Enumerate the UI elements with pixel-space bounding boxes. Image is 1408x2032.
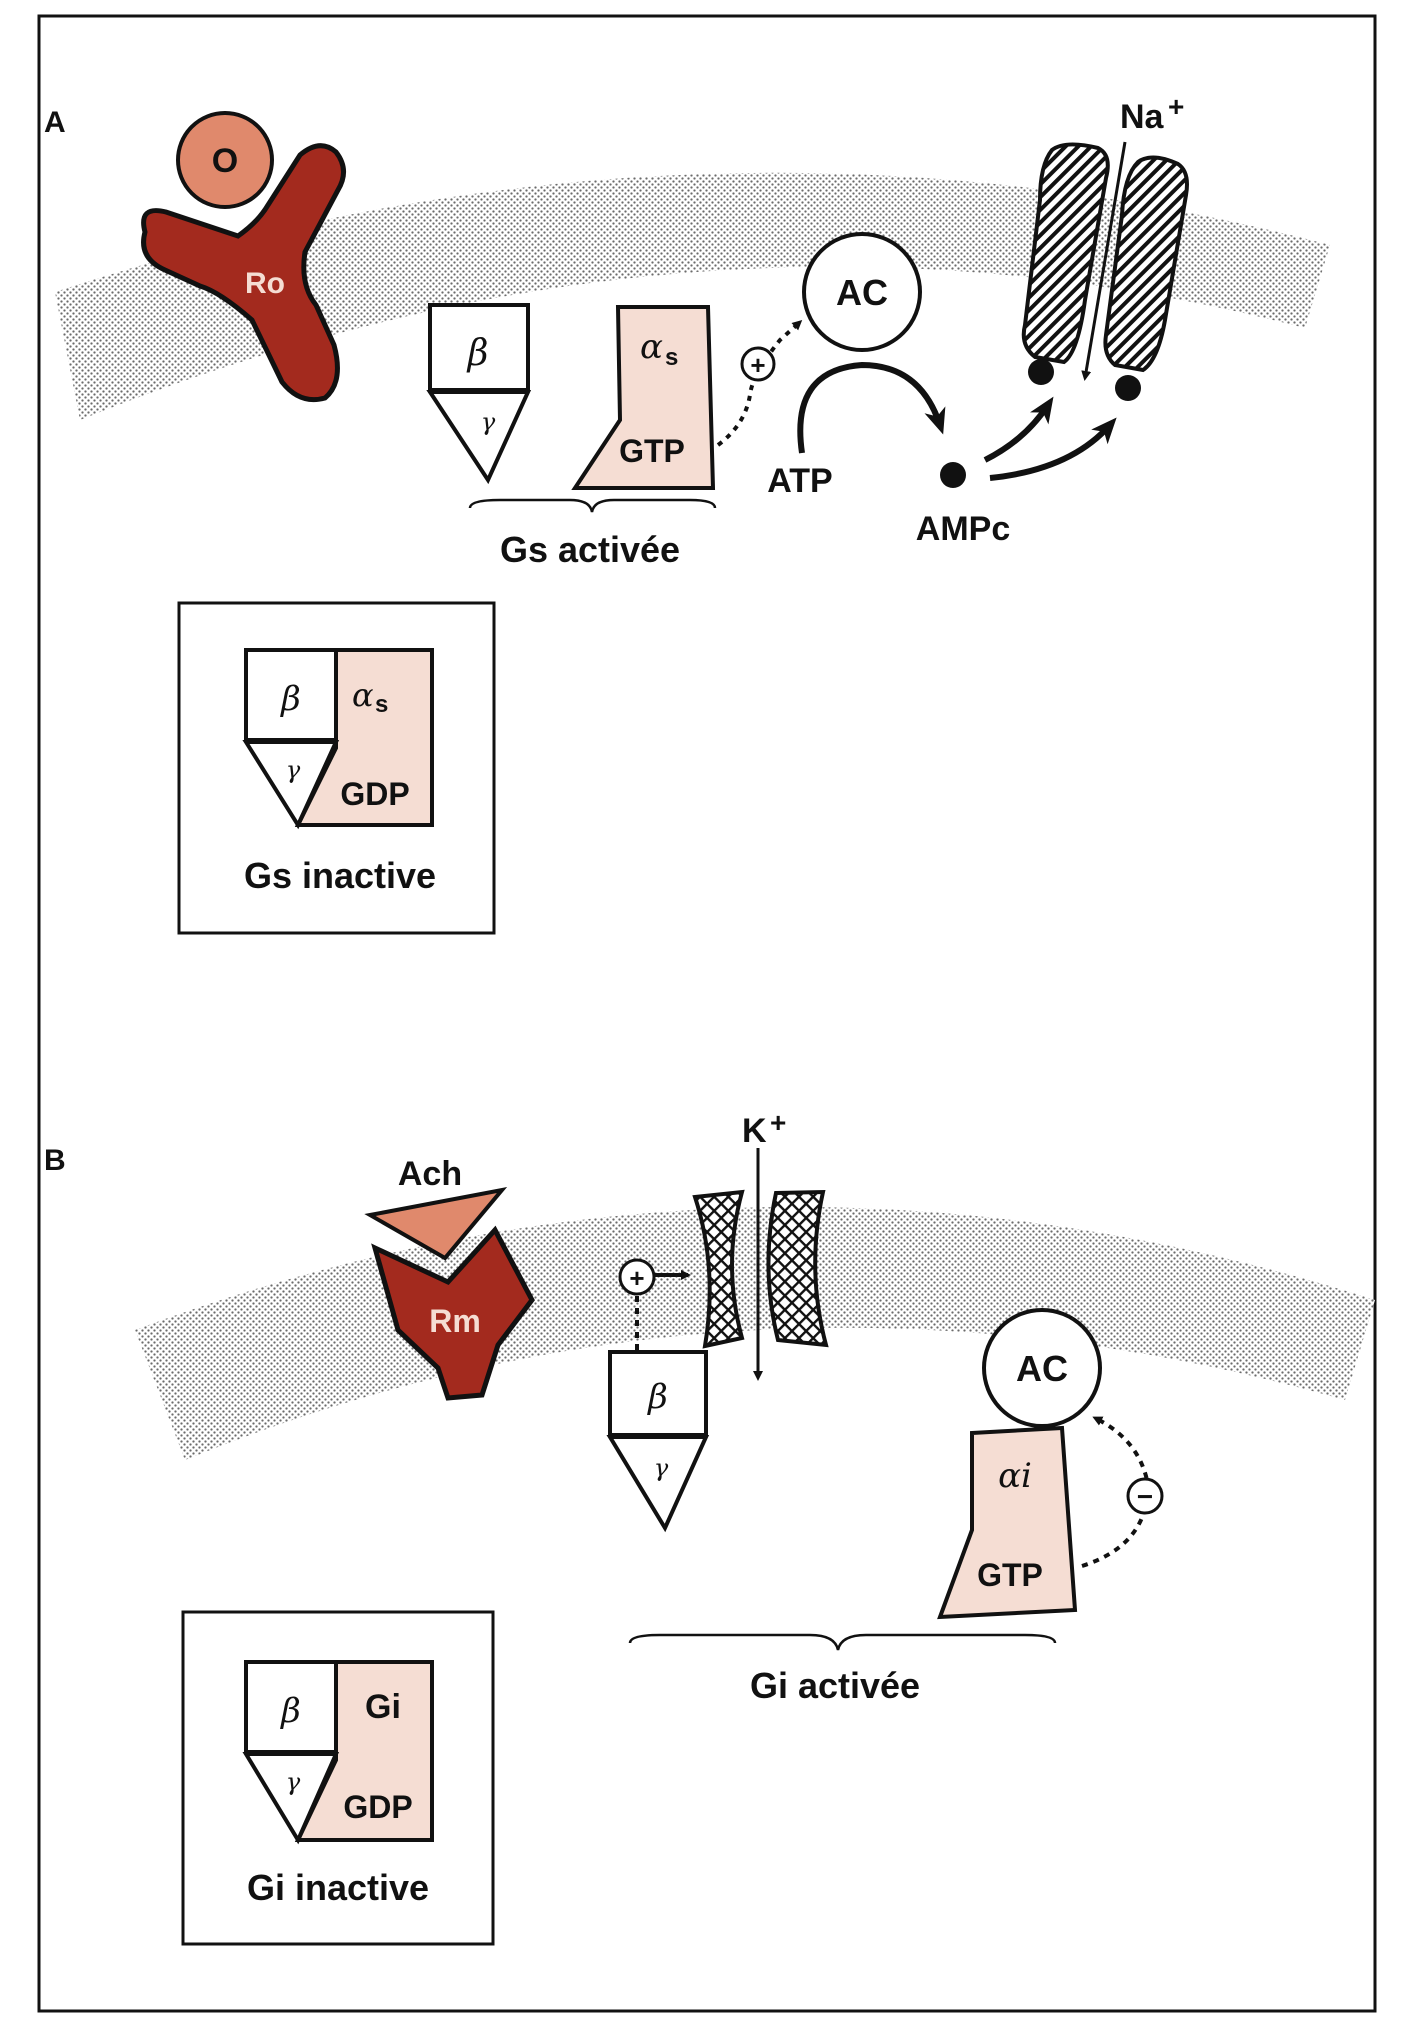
gi-inactive-gdp-label: GDP [343,1789,412,1825]
camp-binding-site-left [1028,359,1054,385]
gs-inactive-alpha-sub: s [375,691,388,718]
receptor-ro-label: Ro [245,267,285,300]
k-channel [692,1148,829,1381]
gi-inactive-beta-label: β [279,1691,301,1731]
brace-gs-activee [468,498,717,513]
gs-activee-label: Gs activée [500,529,680,570]
gamma-subunit-a [426,390,532,485]
membrane-a [55,172,1330,420]
camp-label: AMPc [916,510,1010,548]
camp-binding-site-right [1115,375,1141,401]
k-charge-label: + [770,1107,786,1138]
plus-sign-b [618,1258,656,1296]
k-channel-right [766,1189,829,1348]
camp-arrow-1 [983,396,1054,463]
alpha-sub-label-a: s [665,344,678,371]
na-channel-right [1103,155,1189,373]
gs-inactive-inset: β γ α s GDP Gs inactive [177,601,496,935]
plus-label-b: + [629,1263,644,1293]
panel-b: B Ach Rm K + β γ + AC αi GTP [44,1107,1375,1946]
receptor-ro [141,143,346,403]
membrane-b [135,1206,1375,1460]
na-channel-left [1021,142,1110,365]
panel-b-label: B [44,1144,66,1177]
na-charge-label: + [1168,91,1184,122]
beta-label-b: β [646,1377,668,1417]
atp-to-camp-arrow [797,361,946,454]
receptor-rm [371,1225,535,1401]
gi-inactive-gamma [242,1752,340,1845]
gamma-label-b: γ [654,1454,669,1482]
gs-inactive-beta [244,648,338,742]
beta-subunit-b [608,1350,708,1437]
camp-dot [940,462,966,488]
gamma-label-a: γ [481,408,496,436]
gs-inactive-gamma [242,740,340,830]
gi-inactive-label: Gi inactive [247,1867,429,1908]
gi-inactive-inset: β γ Gi GDP Gi inactive [181,1610,495,1946]
activation-arrow-a [716,319,803,447]
ligand-o-label: O [212,142,238,180]
adenylate-cyclase-b [982,1308,1102,1428]
na-channel [1021,141,1189,401]
ligand-ach-label: Ach [398,1155,462,1193]
gs-inactive-label: Gs inactive [244,855,436,896]
alpha-i-label-b: αi [998,1456,1032,1496]
brace-gi-activee [628,1633,1057,1651]
gi-inactive-alpha-label: Gi [365,1688,401,1726]
gs-inactive-gamma-label: γ [286,756,301,784]
ligand-o [176,111,274,209]
ac-label-a: AC [836,272,888,313]
gtp-label-b: GTP [977,1557,1043,1593]
alpha-i-subunit-b [937,1425,1078,1620]
gamma-subunit-b [606,1435,710,1533]
plus-label-a: + [750,350,765,380]
gs-inactive-gdp-label: GDP [340,776,409,812]
receptor-rm-label: Rm [429,1303,481,1339]
atp-label: ATP [767,462,832,500]
camp-arrow-2 [989,417,1117,481]
gs-inactive-beta-label: β [279,679,301,719]
plus-sign-a [740,346,776,382]
na-influx-arrow [1081,141,1127,381]
gs-inactive-alpha-label: α [352,676,374,714]
alpha-label-a: α [640,327,663,367]
gi-inactive-gamma-label: γ [286,1768,301,1796]
gi-inactive-beta [244,1660,338,1754]
adenylate-cyclase-a [802,232,922,352]
minus-label-b: − [1137,1481,1153,1512]
k-ion-label: K [742,1112,767,1150]
panel-a: A Ro O β γ α s GTP Gs activée + AC ATP [44,91,1330,935]
alpha-s-subunit-a [571,305,716,490]
panel-a-label: A [44,106,66,139]
k-channel-left [692,1189,745,1349]
figure-frame [37,14,1377,2013]
ac-label-b: AC [1016,1348,1068,1389]
gtp-label-a: GTP [619,433,685,469]
na-ion-label: Na [1120,98,1165,136]
beta-label-a: β [466,333,489,374]
minus-sign-b [1126,1477,1164,1515]
ligand-ach [364,1186,508,1261]
gi-activee-label: Gi activée [750,1665,920,1706]
